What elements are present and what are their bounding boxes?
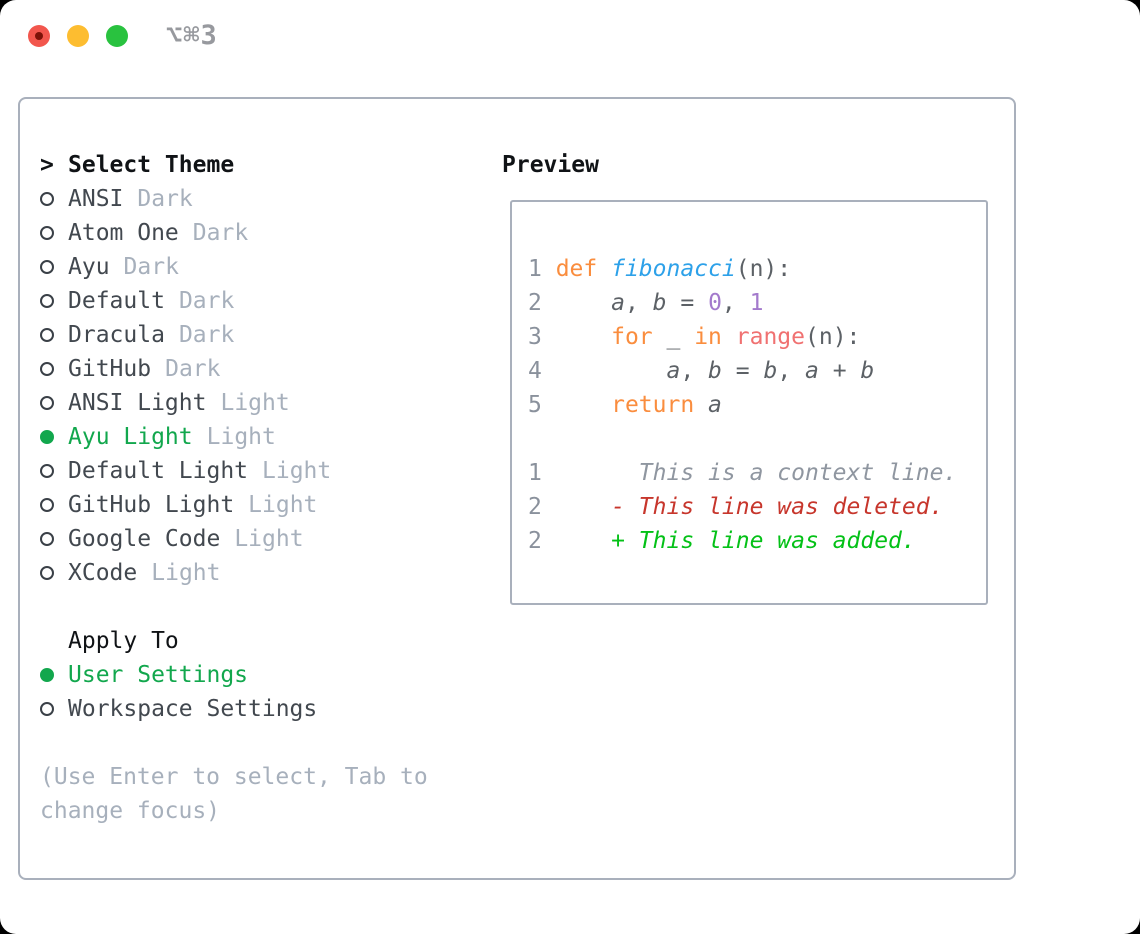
theme-option[interactable]: Google Code Light — [40, 522, 428, 556]
code-line: 2 a, b = 0, 1 — [528, 290, 764, 316]
apply-to-header-row: Apply To — [40, 624, 428, 658]
radio-icon — [40, 294, 54, 308]
minimize-button[interactable] — [67, 25, 89, 47]
radio-icon — [40, 328, 54, 342]
theme-label: XCode — [68, 560, 138, 586]
radio-icon — [40, 192, 54, 206]
theme-label: Ayu — [68, 254, 110, 280]
help-text-line-1: (Use Enter to select, Tab to — [40, 764, 428, 790]
prompt-icon: > — [40, 152, 54, 178]
theme-option[interactable]: Default Dark — [40, 284, 428, 318]
theme-label: Default — [68, 288, 165, 314]
code-line: 2 - This line was deleted. — [528, 494, 944, 520]
code-line: 2 + This line was added. — [528, 528, 916, 554]
code-line: 1 This is a context line. — [528, 460, 958, 486]
theme-option[interactable]: Dracula Dark — [40, 318, 428, 352]
apply-target-option[interactable]: User Settings — [40, 658, 428, 692]
code-line: 1 def fibonacci(n): — [528, 256, 792, 282]
theme-variant-label: Light — [220, 390, 290, 416]
theme-option[interactable]: GitHub Light Light — [40, 488, 428, 522]
theme-label: Ayu Light — [68, 424, 193, 450]
apply-target-label: Workspace Settings — [68, 696, 318, 722]
theme-variant-label: Dark — [178, 288, 235, 314]
code-line — [528, 422, 986, 456]
theme-option[interactable]: ANSI Light Light — [40, 386, 428, 420]
apply-target-option[interactable]: Workspace Settings — [40, 692, 428, 726]
close-button[interactable] — [28, 25, 50, 47]
radio-icon — [40, 566, 54, 580]
theme-option[interactable]: Ayu Light Light — [40, 420, 428, 454]
theme-variant-label: Light — [262, 458, 332, 484]
theme-variant-label: Dark — [192, 220, 249, 246]
code-line: 4 a, b = b, a + b — [528, 358, 875, 384]
theme-option[interactable]: Ayu Dark — [40, 250, 428, 284]
spacer-row — [40, 726, 428, 760]
code-line — [528, 218, 986, 252]
spacer-row — [40, 590, 428, 624]
window-shortcut-label: ⌥⌘3 — [166, 20, 218, 51]
theme-option[interactable]: GitHub Dark — [40, 352, 428, 386]
theme-option[interactable]: ANSI Dark — [40, 182, 428, 216]
theme-variant-label: Light — [248, 492, 318, 518]
zoom-button[interactable] — [106, 25, 128, 47]
radio-icon — [40, 396, 54, 410]
radio-selected-icon — [40, 668, 54, 682]
radio-icon — [40, 702, 54, 716]
theme-option[interactable]: XCode Light — [40, 556, 428, 590]
theme-label: GitHub — [68, 356, 152, 382]
theme-variant-label: Dark — [165, 356, 221, 382]
radio-icon — [40, 362, 54, 376]
theme-variant-label: Light — [206, 424, 276, 450]
preview-pane: 1 def fibonacci(n): 2 a, b = 0, 1 3 for _ … — [510, 200, 988, 605]
theme-option[interactable]: Default Light Light — [40, 454, 428, 488]
theme-variant-label: Light — [151, 560, 221, 586]
preview-title: Preview — [502, 152, 599, 178]
theme-label: GitHub Light — [68, 492, 235, 518]
theme-variant-label: Light — [234, 526, 304, 552]
apply-target-label: User Settings — [68, 662, 249, 688]
select-theme-title: Select Theme — [68, 152, 235, 178]
theme-variant-label: Dark — [137, 186, 193, 212]
theme-variant-label: Dark — [178, 322, 235, 348]
unsaved-indicator-icon — [35, 32, 43, 40]
radio-icon — [40, 464, 54, 478]
theme-label: ANSI Light — [68, 390, 207, 416]
apply-to-title: Apply To — [68, 628, 179, 654]
help-text-line-2: change focus) — [40, 798, 221, 824]
radio-icon — [40, 260, 54, 274]
radio-icon — [40, 532, 54, 546]
theme-label: ANSI — [68, 186, 124, 212]
theme-label: Google Code — [68, 526, 221, 552]
code-line: 5 return a — [528, 392, 722, 418]
select-theme-header-row: > Select Theme — [40, 148, 428, 182]
theme-option[interactable]: Atom One Dark — [40, 216, 428, 250]
radio-icon — [40, 226, 54, 240]
radio-icon — [40, 498, 54, 512]
theme-label: Atom One — [68, 220, 179, 246]
theme-label: Default Light — [68, 458, 249, 484]
theme-label: Dracula — [68, 322, 165, 348]
code-line: 3 for _ in range(n): — [528, 324, 861, 350]
theme-variant-label: Dark — [123, 254, 179, 280]
radio-selected-icon — [40, 430, 54, 444]
code-preview: 1 def fibonacci(n): 2 a, b = 0, 1 3 for _ … — [528, 218, 986, 558]
